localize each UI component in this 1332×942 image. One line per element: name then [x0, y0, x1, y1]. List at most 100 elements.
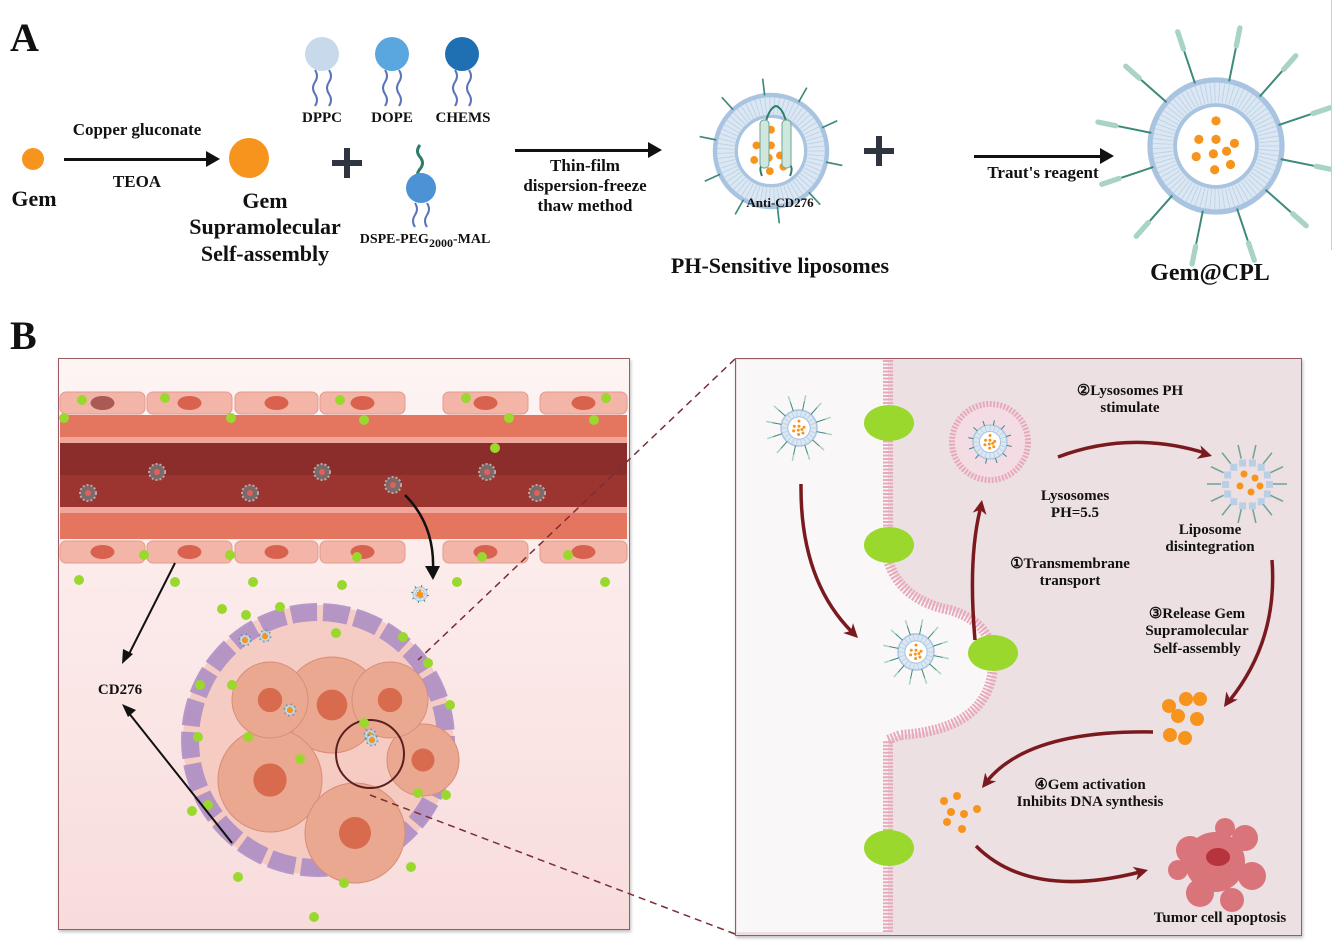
- antibody-fragment: [1290, 211, 1309, 229]
- lipid-tail: [764, 97, 768, 115]
- released-gem-dot: [1163, 728, 1177, 742]
- lipid-tail: [1234, 88, 1245, 108]
- lipid-tail: [373, 742, 375, 745]
- step4-label: ④Gem activation Inhibits DNA synthesis: [995, 777, 1185, 812]
- disintegration-label: Liposome disintegration: [1150, 522, 1270, 557]
- arrow-head-icon: [1132, 866, 1148, 881]
- vessel-wall-bottom: [60, 513, 627, 539]
- lipid-tail: [901, 658, 907, 662]
- lipid-tail: [749, 101, 758, 118]
- lipid-tail: [797, 175, 811, 188]
- peg-chain: [1258, 68, 1285, 98]
- cd276-receptor-dot: [309, 912, 319, 922]
- antibody-fragment: [920, 619, 924, 626]
- peg-chain: [721, 96, 734, 111]
- lipid-tail: [800, 439, 802, 446]
- cd276-receptor-dot: [441, 790, 451, 800]
- liposome-core: [1173, 103, 1259, 189]
- lipid-tail: [291, 705, 293, 708]
- lipid-tail: [736, 179, 749, 194]
- lipid-tail: [1181, 182, 1193, 200]
- lipid-tail: [1259, 149, 1280, 152]
- lipid-tail: [917, 634, 919, 641]
- lipid-tail: [980, 428, 984, 434]
- lipid-tail: [1173, 98, 1188, 114]
- disintegration-line-2: disintegration: [1165, 539, 1255, 556]
- lipid-tail: [717, 155, 735, 159]
- lipid-tail: [287, 712, 289, 715]
- lipid-tail: [1153, 154, 1174, 159]
- lipid-tail: [791, 438, 795, 444]
- product-label: Gem@CPL: [1150, 260, 1270, 286]
- lipid-tail: [808, 418, 814, 422]
- lipid-tail: [974, 436, 980, 439]
- cd276-receptor-dot: [461, 393, 471, 403]
- peg-chain: [1252, 444, 1257, 459]
- gem-drug-dot: [988, 438, 992, 442]
- peg-chain: [248, 635, 251, 638]
- lipid-tail: [1000, 436, 1006, 439]
- arrow-head-icon: [1196, 445, 1212, 459]
- gem-drug-dot: [418, 595, 422, 599]
- antibody-fragment: [893, 672, 899, 678]
- lipid-tail: [422, 588, 426, 592]
- gem-drug-dot: [918, 655, 922, 659]
- lipid-tail: [984, 426, 987, 432]
- lipid-tail: [789, 182, 799, 198]
- antibody-fragment: [1233, 25, 1243, 49]
- peg-chain: [927, 630, 935, 639]
- lipid-tail: [1243, 97, 1257, 113]
- peg-chain: [968, 437, 974, 440]
- lipid-tail: [1246, 100, 1261, 116]
- cd276-receptor-dot: [74, 575, 84, 585]
- antibody-fragment: [1099, 175, 1122, 187]
- lipid-tail: [1000, 445, 1006, 448]
- cell-nucleus: [350, 396, 375, 410]
- peg-chain: [373, 730, 376, 733]
- self-assembly-line-1: Gem: [242, 188, 288, 213]
- peg-chain: [1221, 503, 1232, 516]
- antibody-fragment: [942, 656, 949, 660]
- lipid-tail: [729, 174, 744, 187]
- peg-chain: [239, 642, 242, 645]
- disintegrated-liposome-icon: [1207, 444, 1287, 524]
- gem-drug-dot: [1191, 151, 1201, 162]
- antibody-fragment: [1123, 63, 1142, 81]
- lipid-tail: [1199, 84, 1206, 104]
- lipid-tail: [908, 636, 912, 642]
- peg-chain: [704, 173, 721, 183]
- transmembrane-arrow: [970, 509, 982, 641]
- tumor-cell-nucleus: [253, 763, 287, 797]
- lipid-tail: [724, 124, 740, 134]
- peg-chain: [804, 444, 809, 455]
- peg-chain: [933, 655, 944, 659]
- gem-drug-dot: [370, 740, 374, 744]
- nanoparticle-core: [534, 490, 540, 496]
- gem-drug-dot: [987, 442, 991, 446]
- cell-nucleus: [571, 545, 596, 559]
- lipid-dope-icon: [375, 37, 409, 107]
- cd276-label: CD276: [97, 682, 143, 698]
- cd276-receptor-dot: [59, 413, 69, 423]
- cd276-receptor-dot: [193, 732, 203, 742]
- gem-drug-dot: [750, 156, 759, 164]
- cd276-arrow-line: [127, 562, 176, 657]
- peg-chain: [1270, 465, 1284, 474]
- cd276-receptor-dot: [139, 550, 149, 560]
- peg-chain: [414, 586, 417, 589]
- lipid-dspe-peg-icon: [406, 144, 436, 228]
- cd276-receptor-dot: [398, 632, 408, 642]
- lipid-tail: [373, 735, 375, 738]
- antibody-fragment: [787, 396, 791, 403]
- lipid-tail: [1154, 157, 1175, 164]
- lipid-tail: [1237, 91, 1249, 109]
- lipid-tail: [1254, 116, 1273, 127]
- lipid-tail: [980, 450, 984, 456]
- antibody-fragment: [1175, 29, 1187, 52]
- antibody-fragment: [825, 432, 832, 436]
- lipid-tail: [1169, 175, 1185, 190]
- gem-drug-dot: [802, 425, 806, 429]
- arrow2-line-1: Thin-film: [550, 156, 620, 175]
- antibody-fragment: [766, 420, 773, 424]
- gem-drug-dot: [988, 434, 992, 438]
